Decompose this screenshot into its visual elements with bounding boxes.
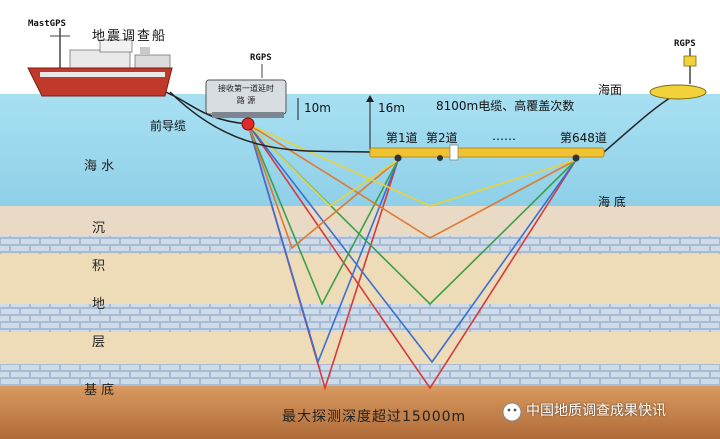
ray-blue-1	[247, 123, 399, 365]
ray-red-2	[247, 123, 577, 390]
ray-blue-2	[247, 123, 577, 364]
strata-band-1	[0, 236, 720, 254]
depth-10m-label: 10m	[304, 101, 331, 115]
survey-ship-icon	[27, 28, 173, 97]
wechat-icon	[502, 402, 522, 422]
basement-layer	[0, 386, 720, 439]
watermark-text: 中国地质调查成果快讯	[526, 403, 666, 419]
depth-16m-label: 16m	[378, 101, 405, 115]
channel-2-receiver	[437, 155, 443, 161]
lead-cable	[169, 91, 371, 153]
sea-surface-label: 海面	[598, 83, 623, 97]
rgps-source-label: RGPS	[250, 53, 272, 63]
tow-cable	[159, 89, 249, 125]
source-float-icon	[205, 64, 287, 131]
streamer-cable	[369, 147, 605, 158]
strata-band-2	[0, 304, 720, 332]
tail-buoy-icon	[649, 48, 707, 100]
sea-water-label: 海 水	[84, 159, 115, 174]
sea-floor-label: 海 底	[598, 195, 626, 209]
mast-gps-label: MastGPS	[28, 19, 66, 29]
strata-band-3	[0, 364, 720, 386]
sediment-char-1: 沉	[92, 221, 106, 236]
depth-arrow-head	[366, 95, 374, 102]
channel-2-label: 第2道	[426, 131, 458, 145]
source-caption-1: 接收第一道延时	[218, 84, 274, 93]
streamer-spec-label: 8100m电缆、高覆盖次数	[436, 99, 575, 113]
sediment-layer-2	[0, 332, 720, 364]
survey-ship-label: 地震调查船	[92, 29, 168, 44]
airgun-source-icon	[241, 117, 255, 131]
ray-yellow-1	[247, 123, 399, 208]
channel-648-label: 第648道	[560, 131, 607, 145]
lead-cable-label: 前导缆	[150, 119, 187, 133]
channel-1-receiver	[394, 154, 402, 162]
sediment-char-3: 地	[92, 297, 106, 312]
rgps-buoy-label: RGPS	[674, 39, 696, 49]
ray-orange-2	[247, 123, 577, 239]
channel-1-label: 第1道	[386, 131, 418, 145]
source-caption-2: 路 源	[236, 96, 256, 105]
sediment-char-2: 积	[92, 259, 106, 274]
streamer-break	[449, 144, 459, 161]
basement-label: 基 底	[84, 383, 115, 398]
channel-648-receiver	[572, 154, 580, 162]
channel-dots-label: ……	[492, 129, 516, 143]
max-depth-caption: 最大探测深度超过15000m	[282, 409, 467, 425]
sediment-char-4: 层	[92, 335, 106, 350]
ray-orange-1	[247, 123, 399, 250]
sea-water-layer	[0, 94, 720, 206]
ray-green-1	[247, 123, 399, 306]
